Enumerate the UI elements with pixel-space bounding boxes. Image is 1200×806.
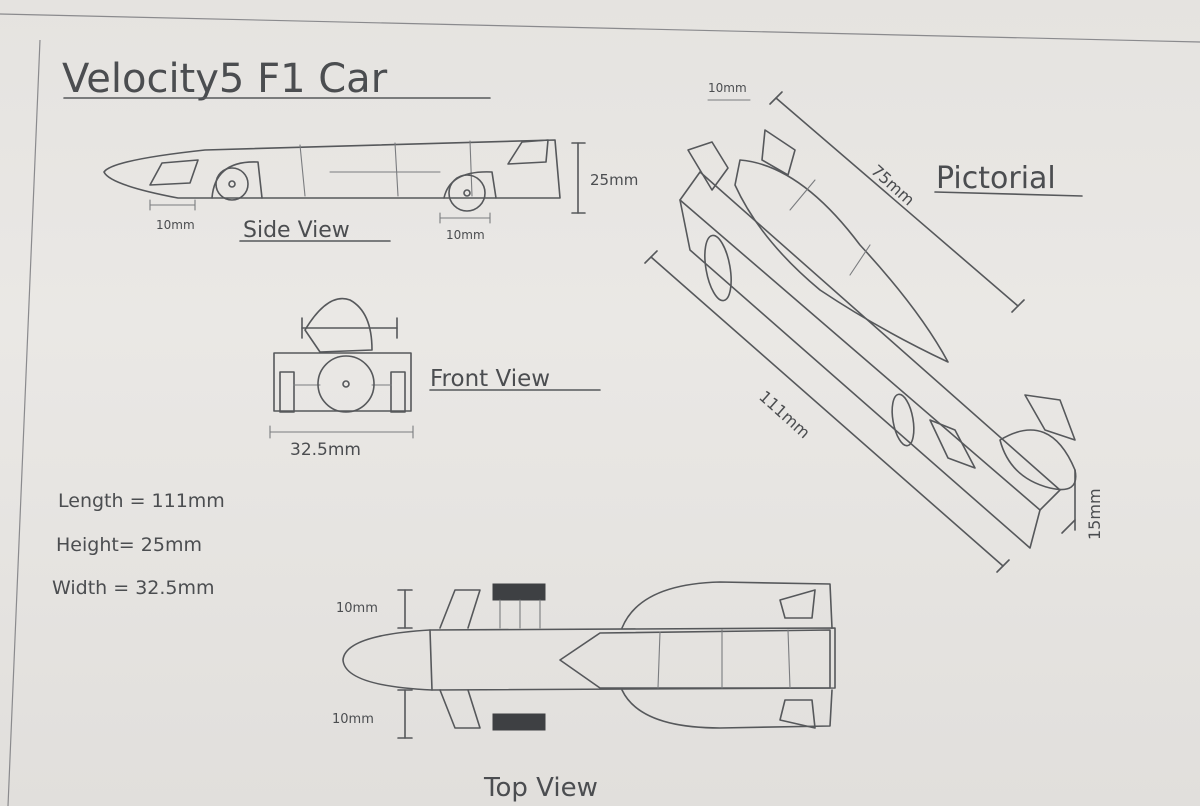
pictorial-wing-dim: 10mm: [708, 81, 747, 95]
front-width-dim: 32.5mm: [290, 440, 361, 460]
spec-length: Length = 111mm: [58, 490, 225, 512]
side-rear-wheel-dim: 10mm: [446, 228, 485, 242]
paper-left-margin: [7, 39, 41, 806]
front-view-drawing: [269, 297, 601, 439]
side-front-wheel-dim: 10mm: [156, 218, 195, 232]
side-height-dim: 25mm: [590, 171, 638, 189]
side-view-drawing: [103, 139, 586, 242]
pictorial-label: Pictorial: [936, 161, 1056, 196]
pictorial-drawing: [644, 91, 1083, 573]
top-view-drawing: [342, 581, 836, 739]
front-view-label: Front View: [430, 366, 550, 392]
pictorial-length-dim: 111mm: [755, 387, 814, 442]
spec-width: Width = 32.5mm: [52, 577, 215, 599]
drawing-title: Velocity5 F1 Car: [62, 56, 388, 102]
side-view-label: Side View: [243, 218, 350, 243]
pictorial-body-dim: 75mm: [867, 161, 918, 210]
top-upper-dim: 10mm: [336, 601, 378, 616]
pictorial-nose-dim: 15mm: [1085, 488, 1104, 540]
spec-height: Height= 25mm: [56, 534, 202, 556]
top-view-label: Top View: [483, 773, 598, 803]
top-lower-dim: 10mm: [332, 712, 374, 727]
paper-top-margin: [0, 13, 1200, 43]
